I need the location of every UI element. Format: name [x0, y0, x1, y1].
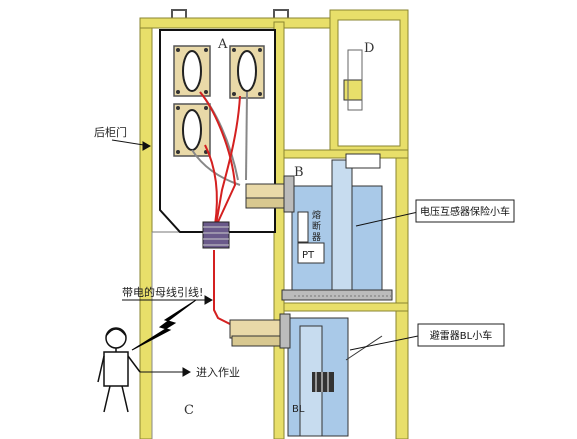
bl-label: BL: [292, 404, 305, 415]
lightning-bolt-icon: [131, 299, 197, 351]
compartment-a-label: A: [217, 37, 228, 52]
bushing-top-right: [229, 45, 265, 99]
pt-label: PT: [302, 250, 315, 261]
callout-pt-fuse-truck: 电压互感器保险小车: [415, 199, 515, 223]
rear-door-label: 后柜门: [94, 125, 127, 139]
arrester-truck: [229, 313, 383, 437]
callout-arrester-truck: 避雷器BL小车: [417, 323, 505, 347]
enter-work-label: 进入作业: [196, 366, 240, 379]
callout-pt-fuse-truck-label: 电压互感器保险小车: [420, 205, 510, 218]
fuse-label-3: 器: [312, 232, 321, 243]
callout-arrester-truck-label: 避雷器BL小车: [430, 329, 492, 342]
compartment-d-label: D: [364, 41, 374, 56]
current-transformer: [202, 221, 230, 249]
fuse-label-1: 熔: [312, 209, 321, 221]
bushing-bottom-left: [173, 103, 211, 157]
front-door-d: [343, 49, 363, 111]
bushing-top-left: [173, 45, 211, 97]
pt-fuse-truck: [245, 153, 394, 301]
live-bus-lead-label: 带电的母线引线!: [122, 285, 203, 299]
fuse-label-2: 断: [312, 220, 321, 232]
worker-figure: [97, 327, 141, 413]
compartment-b-label: B: [294, 165, 304, 180]
arrows: [111, 139, 419, 377]
compartment-c-label: C: [184, 403, 194, 418]
